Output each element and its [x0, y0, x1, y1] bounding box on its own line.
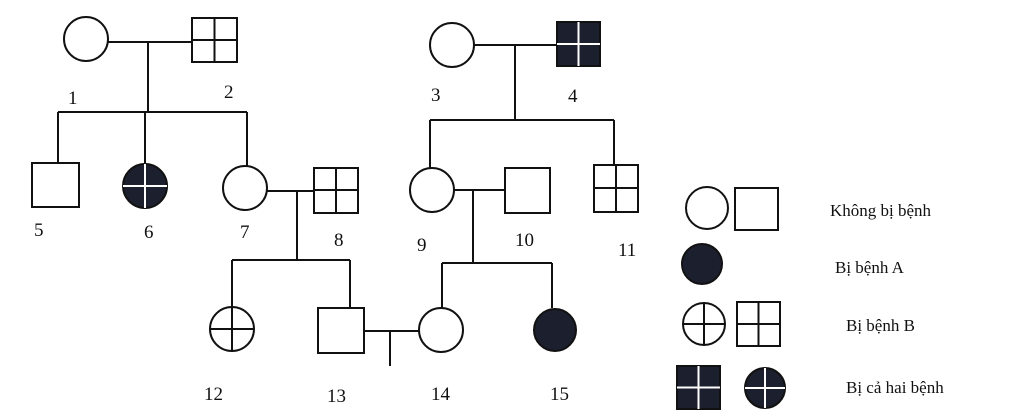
individual-7 [222, 165, 268, 211]
legend-unaffected-female [685, 186, 729, 230]
individual-4 [556, 21, 601, 67]
individual-15 [533, 308, 577, 352]
family-7-8-lines [231, 190, 351, 308]
label-6: 6 [144, 222, 154, 243]
label-2: 2 [224, 82, 234, 103]
individual-6 [122, 163, 168, 209]
legend-disease-b-label: Bị bệnh B [846, 316, 915, 335]
label-11: 11 [618, 240, 636, 261]
individual-3 [429, 22, 475, 68]
label-12: 12 [204, 384, 223, 405]
individual-11 [593, 164, 639, 213]
label-9: 9 [417, 235, 427, 256]
legend: Không bị bệnh Bị bệnh A Bị bệnh B Bị cả … [676, 186, 944, 410]
legend-disease-b-male [736, 301, 781, 347]
individual-2 [191, 17, 238, 63]
legend-both-male [676, 365, 721, 410]
legend-both-female [744, 367, 786, 409]
legend-disease-a-label: Bị bệnh A [835, 258, 905, 277]
label-13: 13 [327, 386, 346, 407]
label-5: 5 [34, 220, 44, 241]
label-3: 3 [431, 85, 441, 106]
individual-12 [209, 306, 255, 352]
legend-unaffected-male [734, 187, 779, 231]
family-3-4-lines [429, 44, 615, 168]
individual-13 [317, 307, 365, 354]
individual-5 [31, 162, 80, 208]
label-14: 14 [431, 384, 451, 405]
pedigree-lines [57, 41, 615, 366]
individual-14 [418, 307, 464, 353]
label-10: 10 [515, 230, 534, 251]
family-1-2-lines [57, 41, 248, 166]
label-7: 7 [240, 222, 250, 243]
label-4: 4 [568, 86, 578, 107]
label-8: 8 [334, 230, 344, 251]
legend-disease-a-female [681, 243, 723, 285]
individual-10 [504, 167, 551, 214]
label-15: 15 [550, 384, 569, 405]
mating-13-14-line [364, 330, 419, 366]
legend-both-label: Bị cả hai bệnh [846, 378, 944, 397]
individual-1 [63, 16, 109, 62]
family-9-10-lines [441, 189, 553, 308]
legend-disease-b-female [682, 302, 726, 346]
legend-unaffected-label: Không bị bệnh [830, 201, 932, 220]
label-1: 1 [68, 88, 78, 109]
individual-8 [313, 167, 359, 214]
individual-9 [409, 167, 455, 213]
